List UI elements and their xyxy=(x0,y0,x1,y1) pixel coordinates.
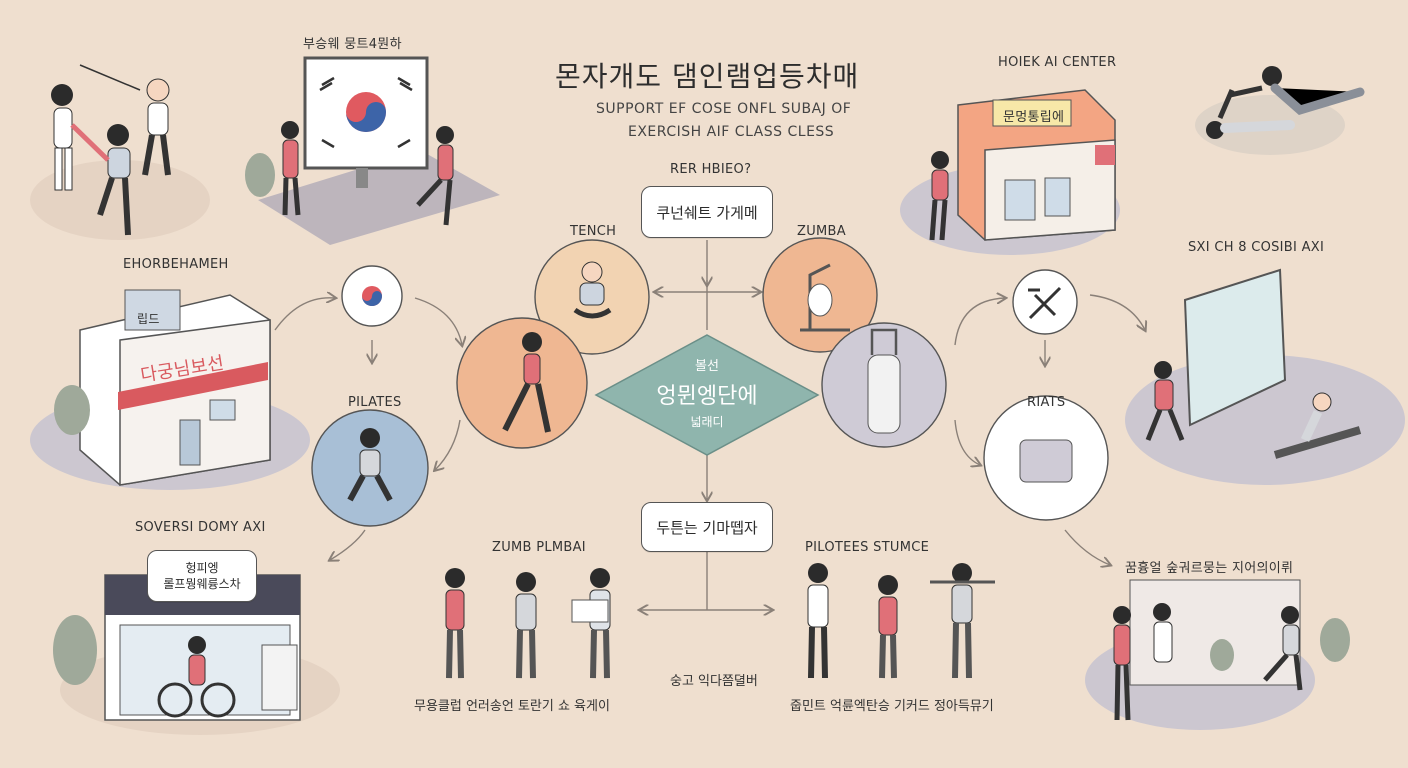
exercise-machine-circle xyxy=(1012,269,1078,335)
label-tench: TENCH xyxy=(570,224,617,239)
label-left-building: EHORBEHAMEH xyxy=(123,257,229,272)
center-top-text: 볼선 xyxy=(695,359,719,374)
bottom-box: 두튼는 기마뗍자 xyxy=(641,502,773,552)
right-mirror-scene xyxy=(1125,268,1405,485)
label-top-left-scene: 부승웨 뭉트4뭔하 xyxy=(303,37,402,52)
flag-monitor-scene xyxy=(245,56,500,245)
label-pilates: PILATES xyxy=(348,395,402,410)
label-group-right: PILOTEES STUMCE xyxy=(805,540,930,555)
caption-bottom-center: 숭고 익다쯤뎔버 xyxy=(670,674,758,689)
left-shop-building xyxy=(30,289,310,490)
group-right-people xyxy=(807,563,995,679)
pilates-circle xyxy=(311,409,429,527)
center-diamond xyxy=(594,334,820,456)
flag-icon-circle xyxy=(341,265,403,327)
caption-group-left: 무용클럽 언러송언 토란기 쇼 육게이 xyxy=(414,699,610,714)
label-top-right-scene: HOIEK AI CENTER xyxy=(998,55,1117,70)
sign-left-building-roof: 립드 xyxy=(137,312,160,326)
page-title: 몬자개도 댐인램업등차매 xyxy=(555,60,860,93)
water-bottle-circle xyxy=(821,322,947,448)
bottom-right-studio-scene xyxy=(1085,579,1350,730)
top-left-exercise-scene xyxy=(30,64,210,240)
label-right-mirror: SXI CH 8 COSIBI AXI xyxy=(1188,240,1325,255)
fitness-center-building xyxy=(900,89,1120,255)
subtitle-line-2: EXERCISH AIF CLASS CLESS xyxy=(628,124,835,140)
center-bottom-text: 넓래디 xyxy=(690,415,724,429)
caption-group-right: 줍민트 억륜엑탄승 기커드 정아득뮤기 xyxy=(790,699,994,714)
store-sign-line-1: 헝피엥 xyxy=(185,561,219,575)
label-bottom-right-scene: 꿈흉얼 숲궈르뭉는 지어의이뤼 xyxy=(1125,561,1294,576)
walking-person-circle xyxy=(456,317,588,449)
top-box: 쿠넌쉐트 가게메 xyxy=(641,186,773,238)
label-group-left: ZUMB PLMBAI xyxy=(492,540,586,555)
center-main-text: 엉뮌엥단에 xyxy=(656,384,758,409)
label-zumba: ZUMBA xyxy=(797,224,846,239)
riats-circle xyxy=(983,395,1109,521)
store-sign: 헝피엥 롤프뭥웨륭스차 xyxy=(147,550,257,602)
subtitle-line-1: SUPPORT EF COSE ONFL SUBAJ OF xyxy=(596,101,852,117)
connector-lines xyxy=(274,240,1145,610)
top-question-label: RER HBIEO? xyxy=(670,162,752,177)
tench-circle xyxy=(534,239,650,355)
group-left-people xyxy=(445,568,611,679)
label-bottom-left-store: SOVERSI DOMY AXI xyxy=(135,520,266,535)
zumba-circle xyxy=(762,237,878,353)
store-sign-line-2: 롤프뭥웨륭스차 xyxy=(163,577,241,591)
yoga-pair-scene xyxy=(1195,66,1365,155)
label-riats: RIATS xyxy=(1027,395,1066,410)
sign-right-building: 문멍통립에 xyxy=(1003,110,1065,125)
